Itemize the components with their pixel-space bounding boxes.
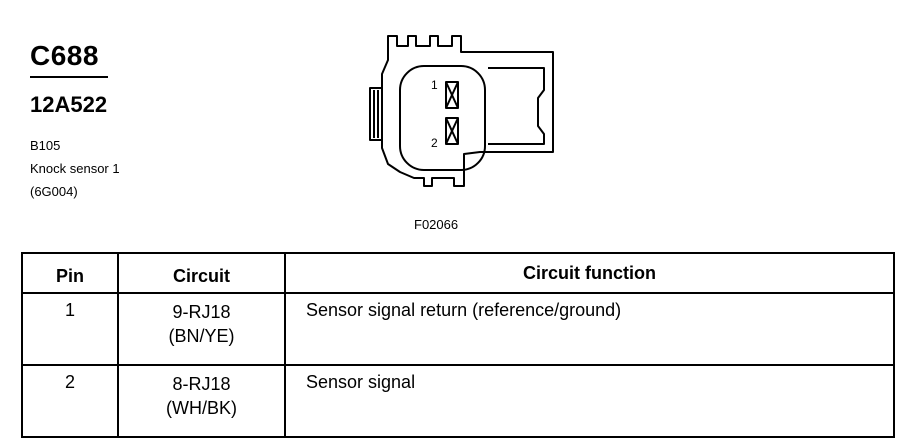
location-code: B105 [30, 138, 61, 153]
component-description: Knock sensor 1 [30, 161, 120, 176]
pin-2-terminal [445, 117, 459, 145]
circuit-id: 8-RJ18 [172, 374, 231, 394]
wire-color: (BN/YE) [168, 326, 235, 346]
connector-id: C688 [30, 40, 99, 71]
row-function: Sensor signal [284, 364, 895, 438]
part-number: 12A522 [30, 92, 108, 117]
table-row: 2 8-RJ18 (WH/BK) Sensor signal [21, 364, 895, 438]
housing-outline [381, 35, 554, 187]
row-pin: 1 [21, 292, 119, 366]
header-circuit: Circuit [117, 252, 286, 294]
side-tab [369, 87, 383, 141]
row-function: Sensor signal return (reference/ground) [284, 292, 895, 366]
figure-code: F02066 [414, 217, 459, 232]
wire-color: (WH/BK) [166, 398, 237, 418]
table-header-row: Pin Circuit Circuit function [21, 252, 895, 294]
pin-2-label: 2 [431, 136, 438, 150]
title-underline [30, 76, 108, 78]
header-circuit-function: Circuit function [284, 252, 895, 294]
inner-cavity [399, 65, 486, 171]
pin-1-terminal [445, 81, 459, 109]
header-pin: Pin [21, 252, 119, 294]
connector-diagram: 1 2 [369, 35, 554, 187]
row-circuit: 9-RJ18 (BN/YE) [117, 292, 286, 366]
component-reference: (6G004) [30, 184, 78, 199]
pin-table: Pin Circuit Circuit function 1 9-RJ18 (B… [21, 252, 895, 438]
row-circuit: 8-RJ18 (WH/BK) [117, 364, 286, 438]
row-pin: 2 [21, 364, 119, 438]
pin-1-label: 1 [431, 78, 438, 92]
circuit-id: 9-RJ18 [172, 302, 231, 322]
housing-extension [488, 67, 545, 145]
table-row: 1 9-RJ18 (BN/YE) Sensor signal return (r… [21, 292, 895, 366]
